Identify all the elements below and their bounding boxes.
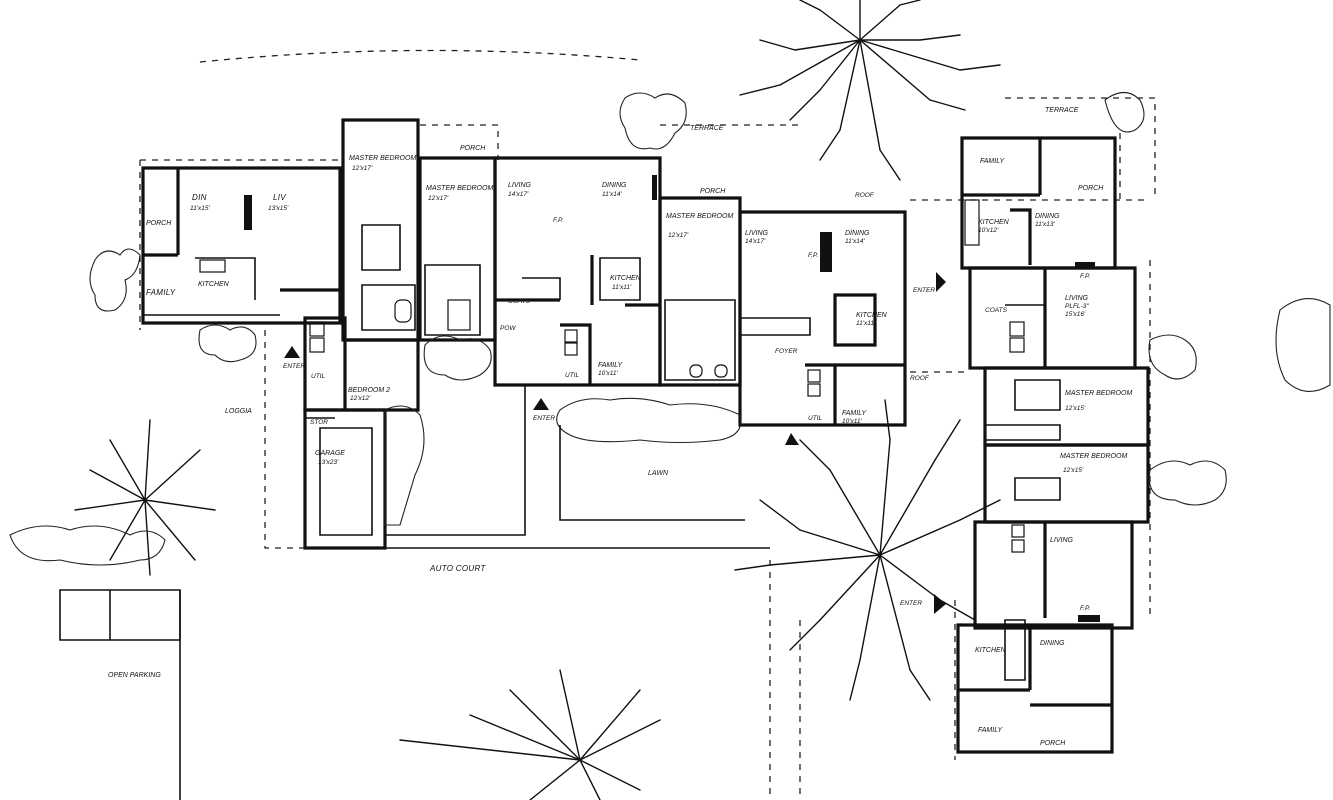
unit-west — [141, 166, 342, 325]
label-garage-dim: 13'x23' — [318, 459, 339, 466]
label-fp-3: F.P. — [808, 252, 818, 259]
label-porch-2: PORCH — [700, 188, 726, 195]
label-liv-dim: 13'x15' — [268, 205, 289, 212]
label-din-dim: 11'x15' — [190, 205, 210, 212]
label-kitchen-2-dim: 11'x11' — [612, 284, 632, 291]
label-dining-2: DINING — [602, 182, 627, 189]
label-family-2: FAMILY — [598, 362, 623, 369]
label-living-se: LIVING — [1050, 537, 1074, 544]
label-util-3: UTIL — [808, 415, 822, 422]
label-dining-3: DINING — [845, 230, 870, 237]
label-garage: GARAGE — [315, 450, 345, 457]
label-kitchen-3-dim: 11'x11' — [856, 320, 876, 327]
label-master-bedroom-e2: MASTER BEDROOM — [1060, 453, 1127, 460]
label-bedroom-2: BEDROOM 2 — [348, 387, 390, 394]
label-loggia: LOGGIA — [225, 408, 252, 415]
label-roof-1: ROOF — [855, 192, 875, 199]
label-dining-3-dim: 11'x14' — [845, 238, 865, 245]
label-dining-2-dim: 11'x14' — [602, 191, 622, 198]
label-dining-east: DINING — [1035, 213, 1060, 220]
label-living-2: LIVING — [508, 182, 532, 189]
label-family-east: FAMILY — [980, 158, 1005, 165]
label-enter-1: ENTER — [283, 363, 305, 370]
label-fp-se: F.P. — [1080, 605, 1090, 612]
label-family-3-dim: 10'x11' — [842, 418, 862, 425]
label-kitchen-se: KITCHEN — [975, 647, 1007, 654]
label-family-west: FAMILY — [146, 288, 176, 297]
dashed-property-lines — [139, 49, 1156, 800]
label-bedroom-2-dim: 12'x12' — [350, 395, 371, 402]
shrubs — [9, 91, 1331, 566]
label-pow: POW — [500, 325, 516, 332]
label-lawn: LAWN — [648, 470, 669, 477]
label-master-bedroom-3-dim: 12'x17' — [668, 232, 689, 239]
label-living-3: LIVING — [745, 230, 769, 237]
label-foyer: FOYER — [775, 348, 798, 355]
label-family-se: FAMILY — [978, 727, 1003, 734]
label-util-2: UTIL — [565, 372, 579, 379]
tree-center — [734, 399, 1001, 701]
label-terrace-1: TERRACE — [690, 125, 724, 132]
label-coats-2: COATS — [508, 298, 531, 305]
label-porch-se: PORCH — [1040, 740, 1066, 747]
unit-east — [956, 136, 1150, 754]
label-master-bedroom-2-dim: 12'x17' — [428, 195, 449, 202]
tree-south — [399, 669, 661, 800]
label-kitchen-west: KITCHEN — [198, 281, 230, 288]
unit-3 — [658, 196, 907, 427]
label-open-parking: OPEN PARKING — [108, 672, 161, 679]
label-enter-4: ENTER — [900, 600, 922, 607]
label-fp-east: F.P. — [1080, 273, 1090, 280]
label-kitchen-3: KITCHEN — [856, 312, 888, 319]
label-living-east-dim: 15'x16' — [1065, 311, 1086, 318]
label-living-east: LIVING — [1065, 295, 1089, 302]
label-kitchen-east: KITCHEN — [978, 219, 1010, 226]
label-living-3-dim: 14'x17' — [745, 238, 766, 245]
room-labels: DIN 11'x15' LIV 13'x15' PORCH FAMILY KIT… — [108, 107, 1132, 747]
label-kitchen-2: KITCHEN — [610, 275, 642, 282]
label-dining-se: DINING — [1040, 640, 1065, 647]
label-fp-2: F.P. — [553, 217, 563, 224]
label-porch-east: PORCH — [1078, 185, 1104, 192]
label-din: DIN — [192, 193, 207, 202]
label-util-1: UTIL — [311, 373, 325, 380]
label-enter-3: ENTER — [913, 287, 935, 294]
label-porch-west: PORCH — [146, 220, 172, 227]
label-kitchen-east-dim: 10'x12' — [978, 227, 999, 234]
label-master-bedroom-2: MASTER BEDROOM — [426, 185, 493, 192]
label-liv: LIV — [273, 193, 286, 202]
label-master-bedroom-e2-dim: 12'x15' — [1063, 467, 1084, 474]
label-roof-2: ROOF — [910, 375, 930, 382]
label-master-bedroom-3: MASTER BEDROOM — [666, 213, 733, 220]
label-living-east-sub: PLFL-3" — [1065, 303, 1089, 310]
label-enter-2: ENTER — [533, 415, 555, 422]
tree-west — [74, 419, 216, 576]
label-porch-1: PORCH — [460, 145, 486, 152]
entry-arrows — [284, 272, 946, 614]
label-terrace-east: TERRACE — [1045, 107, 1079, 114]
label-master-bedroom-e1: MASTER BEDROOM — [1065, 390, 1132, 397]
label-auto-court: AUTO COURT — [429, 564, 486, 573]
site-roads — [59, 385, 770, 800]
unit-2 — [418, 156, 662, 387]
label-stor: STOR — [310, 419, 328, 426]
label-family-2-dim: 10'x11' — [598, 370, 618, 377]
label-coats-east: COATS — [985, 307, 1008, 314]
tree-north — [739, 0, 1001, 181]
label-living-2-dim: 14'x17' — [508, 191, 529, 198]
label-family-3: FAMILY — [842, 410, 867, 417]
label-master-bedroom-e1-dim: 12'x15' — [1065, 405, 1086, 412]
label-dining-east-dim: 11'x13' — [1035, 221, 1055, 228]
label-master-bedroom-1-dim: 12'x17' — [352, 165, 373, 172]
label-master-bedroom-1: MASTER BEDROOM — [349, 155, 416, 162]
unit-master-1 — [303, 118, 420, 550]
